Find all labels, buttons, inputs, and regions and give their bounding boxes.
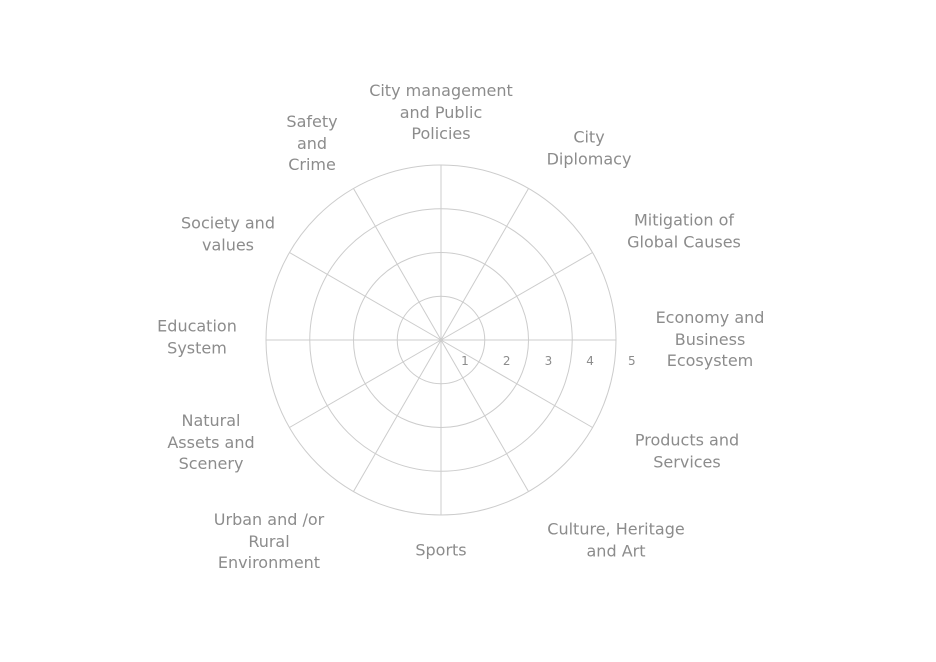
axis-label: Urban and /or Rural Environment: [213, 509, 325, 572]
radial-tick-label: 3: [544, 354, 553, 368]
axis-label: Mitigation of Global Causes: [627, 210, 741, 252]
axis-label: Sports: [415, 540, 467, 560]
axis-spoke: [353, 339, 442, 492]
axis-label: Education System: [157, 316, 237, 358]
axis-spoke: [440, 339, 529, 492]
axis-spoke: [289, 252, 442, 341]
axis-label: City management and Public Policies: [369, 80, 513, 143]
axis-label: Economy and Business Ecosystem: [655, 307, 765, 370]
axis-label: Products and Services: [634, 430, 740, 472]
axis-spoke: [440, 339, 593, 428]
axis-spoke: [289, 339, 442, 428]
radial-tick-label: 4: [586, 354, 594, 368]
axis-spoke: [440, 252, 593, 341]
axis-spoke: [353, 188, 442, 341]
axis-spoke: [440, 188, 529, 341]
axis-label: City Diplomacy: [546, 127, 632, 169]
axis-label: Culture, Heritage and Art: [547, 519, 685, 561]
axis-label: Society and values: [181, 213, 275, 255]
radial-tick-label: 5: [627, 354, 636, 368]
axis-label: Safety and Crime: [286, 111, 338, 174]
radial-tick-label: 2: [502, 354, 511, 368]
radial-tick-label: 1: [461, 354, 469, 368]
axis-label: Natural Assets and Scenery: [167, 410, 255, 473]
